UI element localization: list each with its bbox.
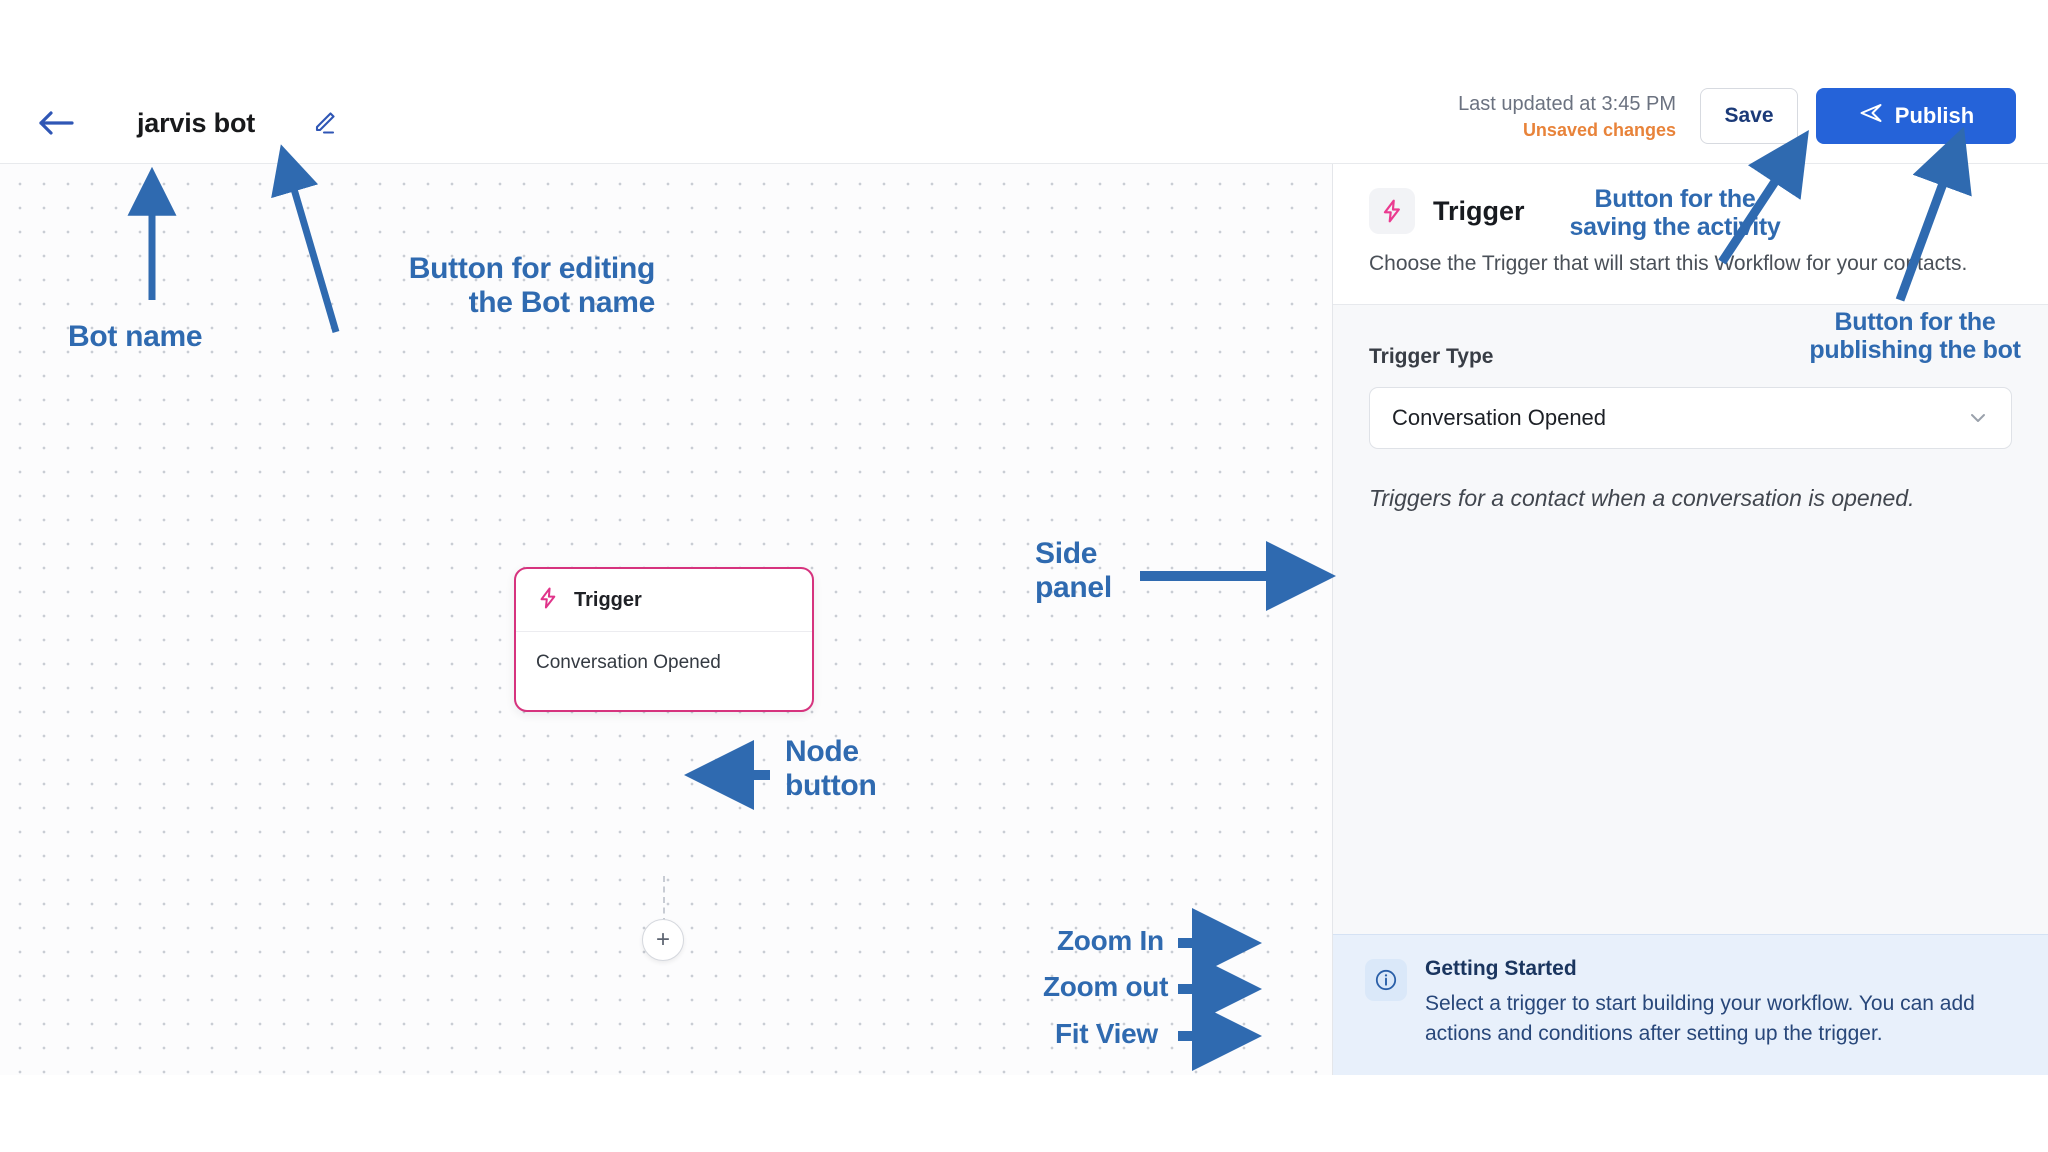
side-panel-body: Trigger Type Conversation Opened Trigger… [1333, 305, 2048, 934]
save-button[interactable]: Save [1700, 88, 1798, 144]
getting-started-content: Getting Started Select a trigger to star… [1425, 957, 2012, 1049]
side-panel-title: Trigger [1433, 195, 1525, 226]
info-circle-icon [1365, 959, 1407, 1002]
side-panel-title-row: Trigger [1369, 188, 2012, 234]
add-node-button[interactable]: + [642, 919, 684, 961]
trigger-type-selected-value: Conversation Opened [1392, 405, 1607, 431]
update-meta: Last updated at 3:45 PM Unsaved changes [1458, 91, 1676, 141]
chevron-down-icon [1967, 407, 1989, 429]
side-panel-header: Trigger Choose the Trigger that will sta… [1333, 164, 2048, 306]
lightning-bolt-icon [1369, 188, 1415, 234]
lightning-bolt-icon [536, 586, 560, 615]
unsaved-changes-badge: Unsaved changes [1522, 120, 1676, 140]
trigger-node-header: Trigger [516, 569, 812, 632]
getting-started-text: Select a trigger to start building your … [1425, 992, 1975, 1046]
getting-started-title: Getting Started [1425, 957, 1577, 981]
last-updated-text: Last updated at 3:45 PM [1458, 93, 1676, 115]
trigger-type-label: Trigger Type [1369, 345, 1494, 369]
trigger-node-type-label: Trigger [574, 589, 642, 611]
workflow-canvas[interactable]: Trigger Conversation Opened + [0, 164, 1332, 1075]
trigger-type-select[interactable]: Conversation Opened [1369, 387, 2012, 450]
top-bar: jarvis bot Last updated at 3:45 PM Unsav… [0, 0, 2048, 164]
trigger-node-card[interactable]: Trigger Conversation Opened [514, 567, 814, 712]
app-shell: jarvis bot Last updated at 3:45 PM Unsav… [0, 0, 2048, 1075]
top-bar-left-group: jarvis bot [34, 100, 343, 146]
side-panel-subtitle: Choose the Trigger that will start this … [1369, 252, 1968, 275]
publish-button[interactable]: Publish [1816, 88, 2016, 144]
side-panel: Trigger Choose the Trigger that will sta… [1332, 164, 2048, 1075]
pencil-edit-icon[interactable] [303, 103, 343, 143]
trigger-node-value: Conversation Opened [536, 652, 721, 673]
send-paper-plane-icon [1858, 100, 1884, 132]
back-arrow-icon[interactable] [34, 100, 80, 146]
publish-button-label: Publish [1894, 103, 1975, 128]
node-connector-line [663, 876, 665, 924]
top-bar-right-group: Last updated at 3:45 PM Unsaved changes … [1458, 88, 2016, 144]
getting-started-panel: Getting Started Select a trigger to star… [1333, 934, 2048, 1075]
trigger-description: Triggers for a contact when a conversati… [1369, 485, 1915, 512]
bot-name-title: jarvis bot [137, 107, 256, 138]
